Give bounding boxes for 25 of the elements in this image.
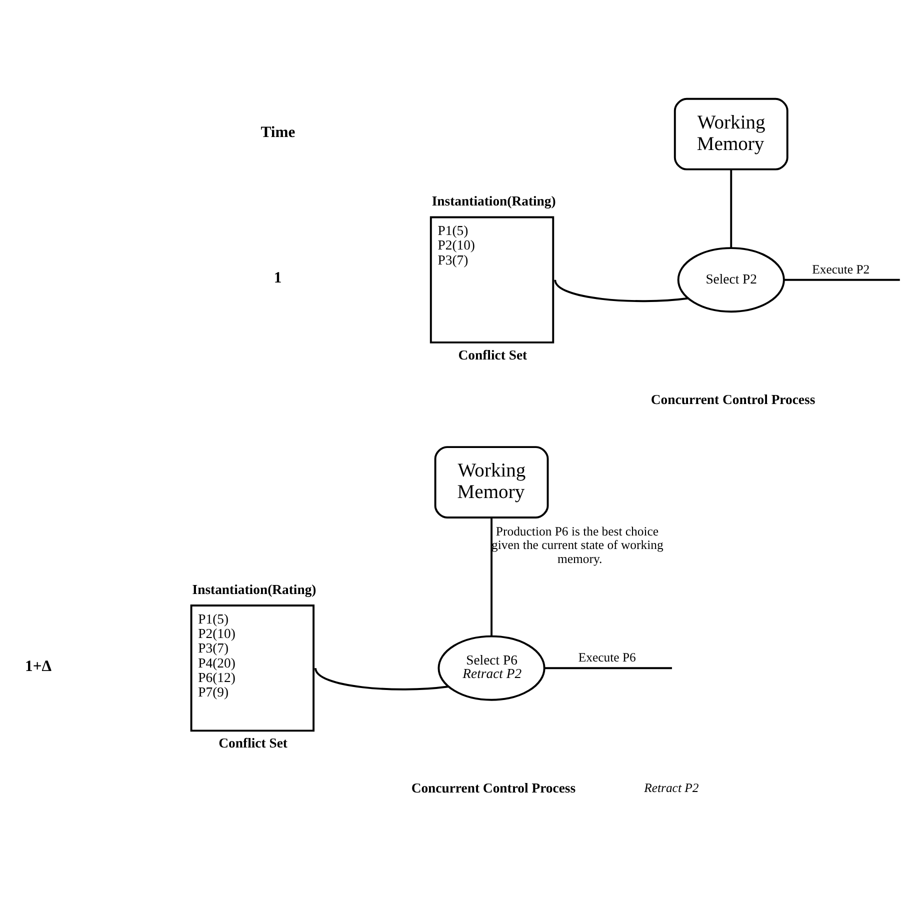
connector (314, 668, 448, 690)
node-ellipse: Select P2 (677, 247, 785, 313)
label: 1+Δ (25, 658, 52, 675)
connector (490, 518, 492, 636)
node-box: P1(5) P2(10) P3(7) (430, 216, 554, 344)
label: Concurrent Control Process (411, 780, 576, 796)
label: Retract P2 (644, 781, 699, 796)
edge-label: Production P6 is the best choice given the current state of working memory. (492, 524, 664, 566)
edge-label: Execute P6 (578, 650, 636, 665)
node-label: Conflict Set (218, 735, 288, 750)
label: Concurrent Control Process (650, 392, 816, 408)
edge-label: Execute P2 (812, 262, 870, 276)
node-box: Working Memory (434, 446, 549, 518)
node-label: Instantiation(Rating) (192, 582, 316, 597)
label: Time (260, 124, 296, 141)
label: 1 (274, 270, 282, 287)
connector (730, 170, 732, 248)
connector (784, 278, 900, 281)
connector (544, 667, 672, 670)
node-label: Instantiation(Rating) (432, 194, 556, 209)
node-ellipse: Select P6 Retract P2 (438, 635, 546, 701)
node-box: Working Memory (674, 98, 788, 170)
connector (554, 280, 688, 302)
node-box: P1(5) P2(10) P3(7) P4(20) P6(12) P7(9) (190, 604, 315, 732)
node-label: Conflict Set (458, 347, 528, 362)
